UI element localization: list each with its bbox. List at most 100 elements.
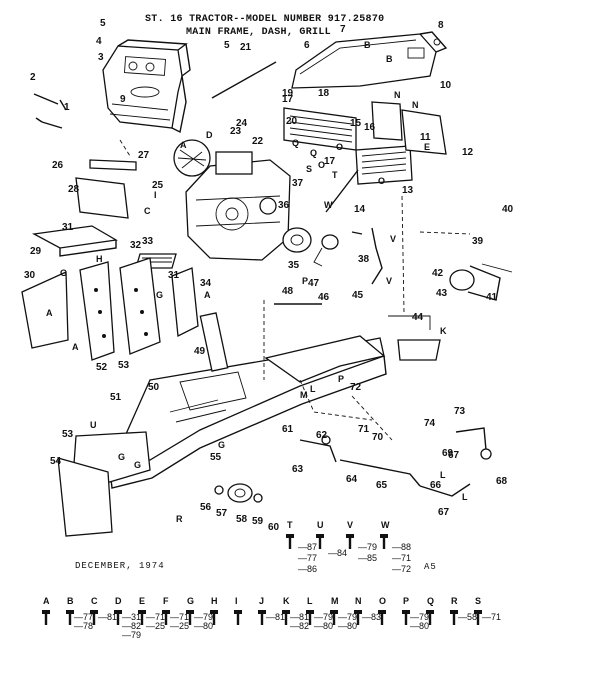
screw-icon bbox=[380, 534, 388, 549]
callout-number: 76 bbox=[0, 0, 12, 3]
callout-number: 33 bbox=[142, 236, 154, 247]
fastener-key-letter: T bbox=[287, 520, 293, 530]
fastener-key-letter: K bbox=[283, 596, 290, 606]
callout-number: 31 bbox=[62, 222, 74, 233]
fastener-ref: —80 bbox=[314, 621, 333, 631]
steering-linkage bbox=[299, 427, 492, 497]
fastener-key-letter: S bbox=[475, 596, 481, 606]
diagram-letter: W bbox=[324, 200, 333, 210]
screw-icon bbox=[42, 610, 50, 625]
fastener-ref: —87 bbox=[298, 542, 317, 552]
callout-number: 56 bbox=[200, 502, 212, 513]
control-rods bbox=[33, 61, 383, 305]
fastener-key-letter: V bbox=[347, 520, 353, 530]
callout-number: 12 bbox=[462, 147, 474, 158]
callout-number: 43 bbox=[436, 288, 448, 299]
fastener-ref: —58 bbox=[458, 612, 477, 622]
diagram-letter: P bbox=[338, 374, 344, 384]
callout-number: 67 bbox=[448, 450, 460, 461]
fastener-ref: —82 bbox=[290, 621, 309, 631]
screw-icon bbox=[474, 610, 482, 625]
diagram-letter: G bbox=[156, 290, 163, 300]
callout-number: 4 bbox=[96, 36, 102, 47]
callout-number: 63 bbox=[292, 464, 304, 475]
callout-number: 27 bbox=[138, 150, 150, 161]
diagram-letter: L bbox=[310, 384, 316, 394]
fastener-ref: —83 bbox=[362, 612, 381, 622]
diagram-letter: G bbox=[60, 268, 67, 278]
callout-number: 39 bbox=[472, 236, 484, 247]
diagram-letter: N bbox=[412, 100, 419, 110]
callout-number: 53 bbox=[62, 429, 74, 440]
diagram-letter: V bbox=[386, 276, 392, 286]
fastener-ref: —79 bbox=[122, 630, 141, 640]
diagram-letter: K bbox=[440, 326, 447, 336]
fastener-ref: —81 bbox=[98, 612, 117, 622]
fastener-ref: —79 bbox=[194, 612, 213, 622]
muffler-assembly bbox=[388, 263, 513, 361]
fastener-ref: —77 bbox=[298, 553, 317, 563]
callout-number: 10 bbox=[440, 80, 452, 91]
callout-number: 44 bbox=[412, 312, 424, 323]
callout-number: 72 bbox=[350, 382, 362, 393]
callout-number: 22 bbox=[252, 136, 264, 147]
diagram-letter: G bbox=[218, 440, 225, 450]
mount-bracket bbox=[31, 225, 118, 257]
callout-number: 75 bbox=[0, 0, 12, 3]
front-plates bbox=[57, 431, 151, 537]
hood bbox=[291, 31, 448, 89]
callout-number: 53 bbox=[118, 360, 130, 371]
screw-icon bbox=[114, 610, 122, 625]
diagram-letter: M bbox=[300, 390, 308, 400]
callout-number: 36 bbox=[278, 200, 290, 211]
screw-icon bbox=[316, 534, 324, 549]
fastener-ref: —25 bbox=[146, 621, 165, 631]
callout-number: 26 bbox=[52, 160, 64, 171]
fastener-ref: —80 bbox=[338, 621, 357, 631]
diagram-letter: N bbox=[394, 90, 401, 100]
fastener-ref: —71 bbox=[170, 612, 189, 622]
fastener-key-letter: N bbox=[355, 596, 362, 606]
fastener-ref: —71 bbox=[482, 612, 501, 622]
callout-number: 11 bbox=[420, 132, 431, 143]
callout-number: 1 bbox=[64, 102, 70, 113]
screw-icon bbox=[186, 610, 194, 625]
fastener-key-letter: I bbox=[235, 596, 238, 606]
engine bbox=[173, 139, 291, 261]
diagram-letter: S bbox=[306, 164, 312, 174]
screw-icon bbox=[258, 610, 266, 625]
callout-number: 49 bbox=[194, 346, 206, 357]
callout-number: 65 bbox=[376, 480, 388, 491]
callout-number: 74 bbox=[424, 418, 436, 429]
grill-panels bbox=[283, 101, 447, 185]
diagram-letter: T bbox=[332, 170, 338, 180]
screw-icon bbox=[426, 610, 434, 625]
fastener-ref: —79 bbox=[410, 612, 429, 622]
callout-number: 42 bbox=[432, 268, 444, 279]
callout-number: 32 bbox=[130, 240, 142, 251]
callout-number: 3 bbox=[98, 52, 104, 63]
fastener-key-letter: B bbox=[67, 596, 74, 606]
diagram-letter: A bbox=[72, 342, 79, 352]
fastener-ref: —77 bbox=[74, 612, 93, 622]
fastener-key-letter: C bbox=[91, 596, 98, 606]
callout-number: 17 bbox=[282, 94, 294, 105]
fastener-key-letter: E bbox=[139, 596, 145, 606]
diagram-letter: O bbox=[378, 176, 385, 186]
fastener-ref: —71 bbox=[392, 553, 411, 563]
fastener-ref: —79 bbox=[314, 612, 333, 622]
fastener-ref: —71 bbox=[146, 612, 165, 622]
clutch-pulley bbox=[282, 227, 339, 267]
callout-number: 18 bbox=[318, 88, 330, 99]
side-brackets bbox=[21, 257, 199, 361]
callout-number: 21 bbox=[240, 42, 252, 53]
callout-number: 38 bbox=[358, 254, 370, 265]
diagram-letter: E bbox=[424, 142, 430, 152]
callout-number: 5 bbox=[100, 18, 106, 29]
screw-icon bbox=[234, 610, 242, 625]
fastener-ref: —78 bbox=[74, 621, 93, 631]
diagram-letter: G bbox=[134, 460, 141, 470]
